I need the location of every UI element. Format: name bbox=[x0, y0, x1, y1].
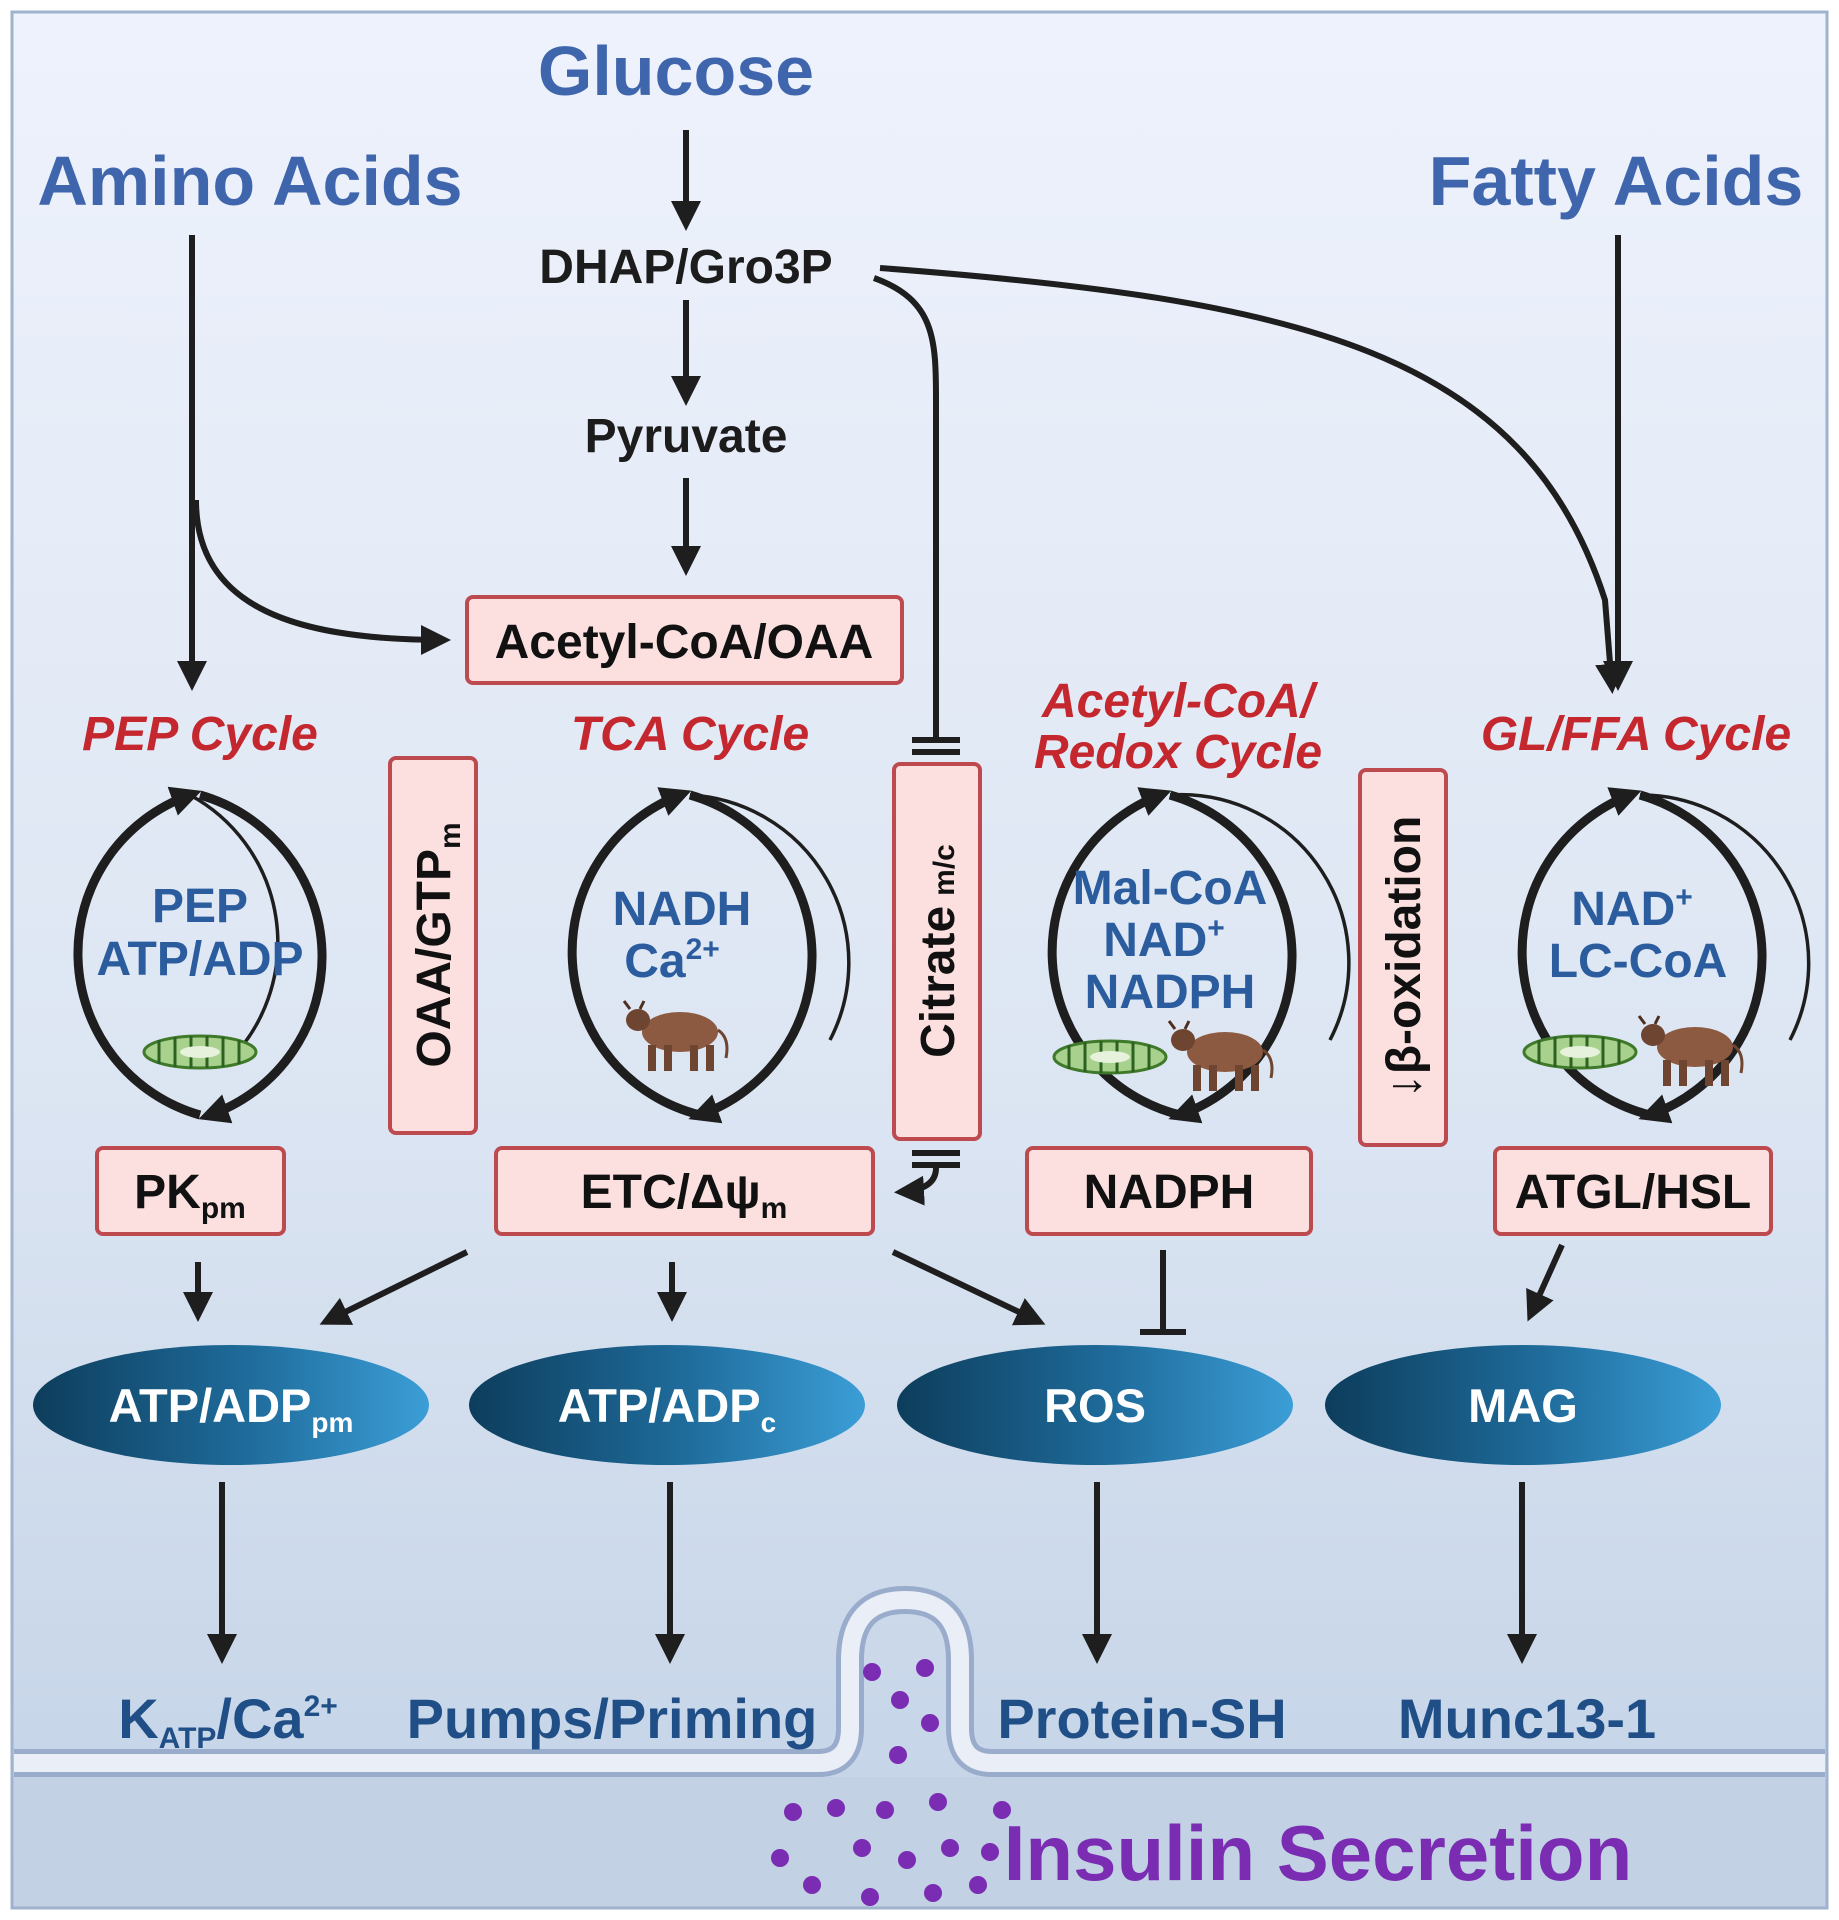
citrate-label: Citratem/c bbox=[912, 844, 965, 1058]
redox-cycle-line3: NADPH bbox=[1085, 966, 1256, 1019]
atgl-to-mag-arrow bbox=[1526, 1243, 1565, 1322]
tca-cycle-line1: NADH bbox=[613, 883, 752, 936]
caterpillar-icon bbox=[142, 1034, 258, 1070]
redox-cycle: Mal-CoA NAD+ NADPH bbox=[1047, 787, 1351, 1124]
insulin-secretion-label: Insulin Secretion bbox=[1004, 1809, 1632, 1897]
glffa-cycle-title: GL/FFA Cycle bbox=[1481, 708, 1791, 761]
pep-cycle-line2: ATP/ADP bbox=[96, 933, 303, 986]
pk-label: PKpm bbox=[134, 1166, 246, 1225]
dhap-to-glffa-arrow bbox=[879, 265, 1626, 694]
ros-label: ROS bbox=[1044, 1379, 1146, 1432]
oaa-gtp-box bbox=[388, 756, 478, 1135]
redox-cycle-line2: NAD+ bbox=[1103, 912, 1225, 967]
atgl-hsl-label: ATGL/HSL bbox=[1515, 1166, 1751, 1219]
protein-sh-label: Protein-SH bbox=[997, 1687, 1286, 1750]
pep-cycle-line1: PEP bbox=[152, 880, 248, 933]
glffa-cycle-line1: NAD+ bbox=[1571, 881, 1693, 936]
etc-label: ETC/Δψm bbox=[581, 1166, 788, 1225]
caterpillar-icon bbox=[1052, 1039, 1168, 1075]
dhap-to-citrate-line bbox=[872, 275, 939, 738]
pep-cycle: PEP ATP/ADP bbox=[73, 786, 327, 1124]
tca-cycle-line2: Ca2+ bbox=[624, 933, 720, 988]
glffa-cycle-line2: LC-CoA bbox=[1549, 935, 1728, 988]
cow-icon bbox=[622, 1000, 729, 1071]
amino-acids-label: Amino Acids bbox=[37, 142, 462, 220]
oaa-gtp-label: OAA/GTPm bbox=[408, 822, 467, 1067]
beta-oxidation-box bbox=[1358, 768, 1448, 1147]
tca-cycle: NADH Ca2+ bbox=[567, 787, 851, 1124]
acetyl-coa-oaa-box bbox=[465, 595, 904, 685]
mag-label: MAG bbox=[1468, 1379, 1578, 1432]
glucose-label: Glucose bbox=[538, 32, 814, 110]
atp-adp-pm-oval bbox=[33, 1345, 429, 1465]
insulin-granules bbox=[771, 1659, 1011, 1906]
beta-oxidation-label: ↓β-oxidation bbox=[1378, 816, 1431, 1099]
munc13-label: Munc13-1 bbox=[1398, 1687, 1656, 1750]
citrate-to-etc-arrow bbox=[894, 1167, 939, 1206]
pumps-priming-label: Pumps/Priming bbox=[407, 1687, 818, 1750]
katp-ca-label: KATP/Ca2+ bbox=[118, 1687, 338, 1755]
cow-icon bbox=[1167, 1020, 1274, 1091]
atp-adp-pm-label: ATP/ADPpm bbox=[109, 1379, 354, 1438]
tca-cycle-title: TCA Cycle bbox=[571, 708, 809, 761]
plasma-membrane bbox=[14, 1585, 1825, 1906]
redox-cycle-line1: Mal-CoA bbox=[1073, 862, 1268, 915]
glffa-cycle: NAD+ LC-CoA bbox=[1517, 787, 1811, 1124]
citrate-box bbox=[892, 762, 982, 1141]
ros-oval bbox=[897, 1345, 1293, 1465]
redox-cycle-title-2: Redox Cycle bbox=[1034, 726, 1322, 779]
amino-acids-to-acetyl-arrow bbox=[193, 499, 451, 655]
cow-icon bbox=[1637, 1015, 1744, 1086]
caterpillar-icon bbox=[1522, 1034, 1638, 1070]
nadph-box bbox=[1025, 1146, 1313, 1236]
etc-to-ros-arrow bbox=[891, 1249, 1046, 1326]
etc-to-atp-pm-arrow bbox=[319, 1249, 469, 1325]
atp-adp-c-oval bbox=[469, 1345, 865, 1465]
fatty-acids-label: Fatty Acids bbox=[1429, 142, 1804, 220]
mag-oval bbox=[1325, 1345, 1721, 1465]
dhap-label: DHAP/Gro3P bbox=[539, 241, 832, 294]
atp-adp-c-label: ATP/ADPc bbox=[558, 1379, 776, 1438]
pyruvate-label: Pyruvate bbox=[585, 410, 788, 463]
pep-cycle-title: PEP Cycle bbox=[82, 708, 318, 761]
atgl-hsl-box bbox=[1493, 1146, 1773, 1236]
acetyl-coa-oaa-label: Acetyl-CoA/OAA bbox=[495, 616, 874, 669]
etc-box bbox=[494, 1146, 875, 1236]
redox-cycle-title-1: Acetyl-CoA/ bbox=[1041, 675, 1319, 728]
pk-box bbox=[95, 1146, 286, 1236]
nadph-label: NADPH bbox=[1084, 1166, 1255, 1219]
